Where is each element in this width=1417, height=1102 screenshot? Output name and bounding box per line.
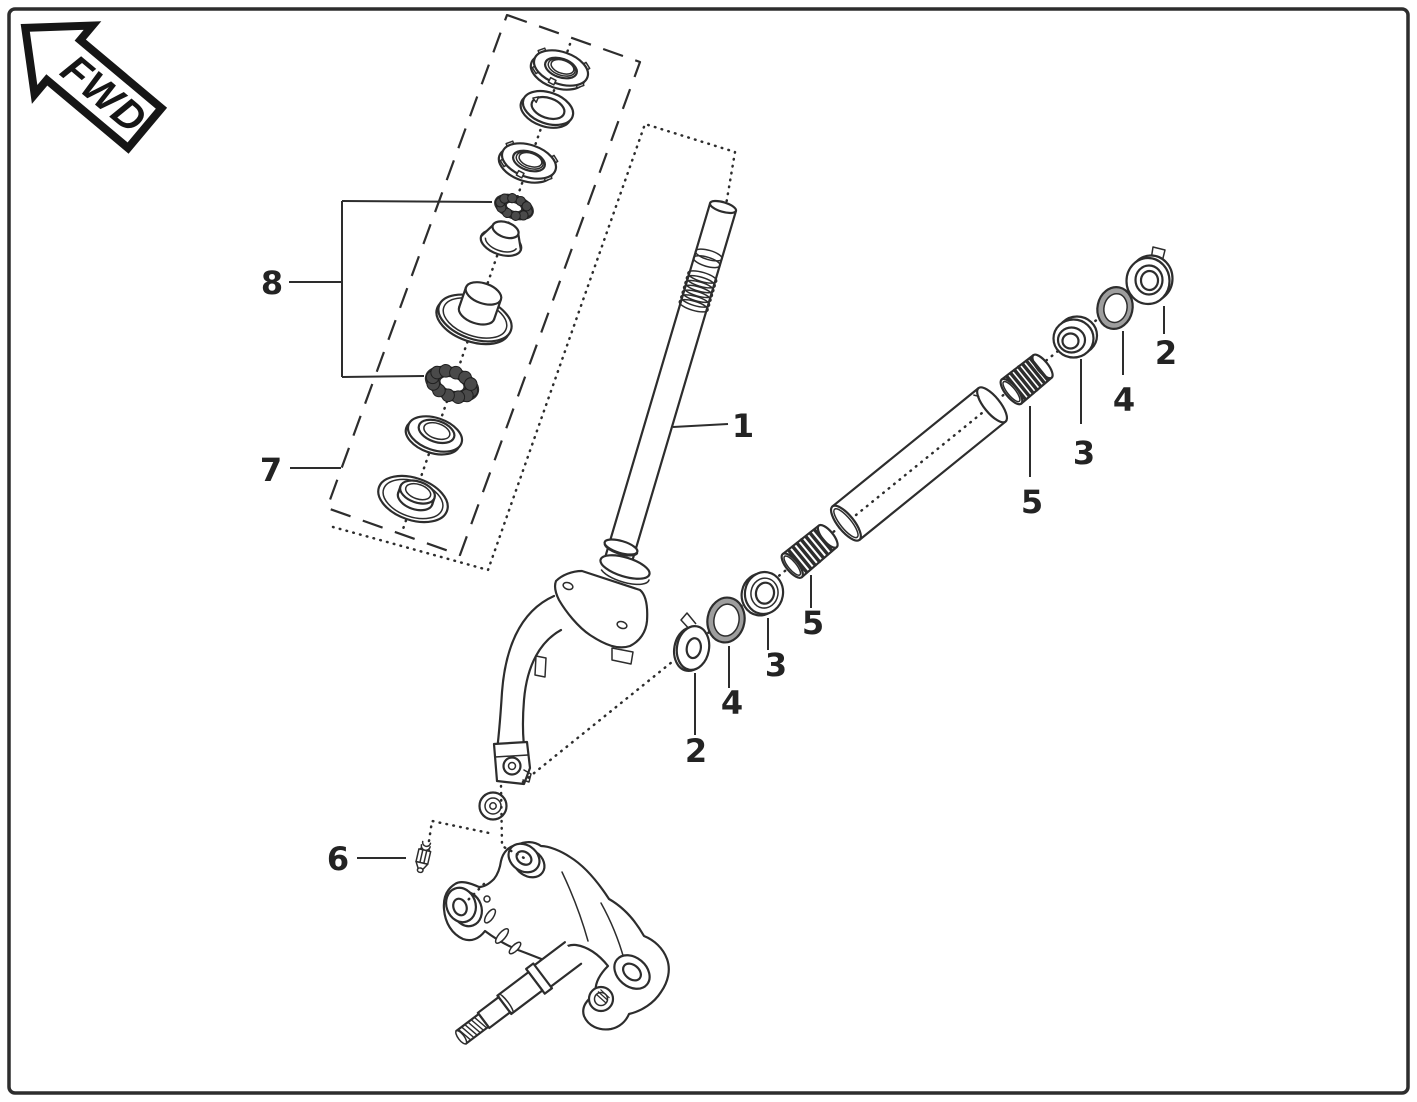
dust-seal (377, 474, 449, 524)
callout-8: 8 (261, 264, 283, 302)
bearing-race-lower (404, 415, 464, 456)
stem-thread-band (678, 270, 718, 313)
grease-boss-guide (464, 882, 486, 904)
callout-4-right: 4 (1113, 381, 1135, 419)
callout-1-leader (672, 423, 729, 428)
stem-top-end (708, 199, 738, 215)
callout-7: 7 (260, 451, 282, 489)
callout-4-left: 4 (721, 684, 743, 722)
grease-fitting (415, 840, 432, 874)
callout-5-left: 5 (802, 604, 824, 642)
o-ring-right (1096, 286, 1134, 330)
callout-1: 1 (732, 407, 754, 445)
tab-washer-right (1125, 246, 1174, 306)
fwd-arrow-shape (20, 21, 168, 154)
washer-left (740, 570, 785, 617)
bearing-dust-cover (435, 281, 513, 346)
needle-cage-left (780, 523, 839, 579)
stem-bearing-seat (599, 554, 651, 580)
clamp-to-knuckle-guide (499, 784, 526, 860)
kingpin-collar-tube (829, 386, 1009, 542)
crown-bolt-hole-left (562, 581, 574, 591)
spindle-threads (455, 1012, 490, 1045)
o-ring-left (706, 596, 746, 644)
bushing-right (1052, 315, 1099, 359)
needle-cage-right (999, 353, 1054, 406)
knuckle-body (442, 841, 670, 1031)
crown-bolt-hole-right (616, 620, 628, 630)
page-border (7, 7, 1410, 1095)
seal-kit-group-box (325, 13, 642, 557)
callout-3-right: 3 (1073, 434, 1095, 472)
grease-boss-left (445, 886, 483, 928)
callout-8-bracket (289, 200, 493, 378)
callout-5-right: 5 (1021, 483, 1043, 521)
crown-lower-ear (611, 647, 634, 665)
grease-fitting-guide (427, 819, 491, 843)
lock-washer (519, 89, 575, 129)
bearing-cone-race (479, 220, 523, 257)
callout-3-left: 3 (765, 646, 787, 684)
tab-washer-left (672, 612, 711, 672)
spindle-shaft (455, 941, 583, 1045)
steel-ball-retainer-lower (424, 364, 480, 404)
callout-2-right: 2 (1155, 334, 1177, 372)
steering-stem (478, 199, 738, 821)
fork-arm-outer-edge (494, 594, 556, 760)
steel-ball-retainer-upper (494, 193, 534, 221)
callout-2-left: 2 (685, 732, 707, 770)
callout-6: 6 (327, 840, 349, 878)
cable-guide-tab (534, 655, 547, 678)
